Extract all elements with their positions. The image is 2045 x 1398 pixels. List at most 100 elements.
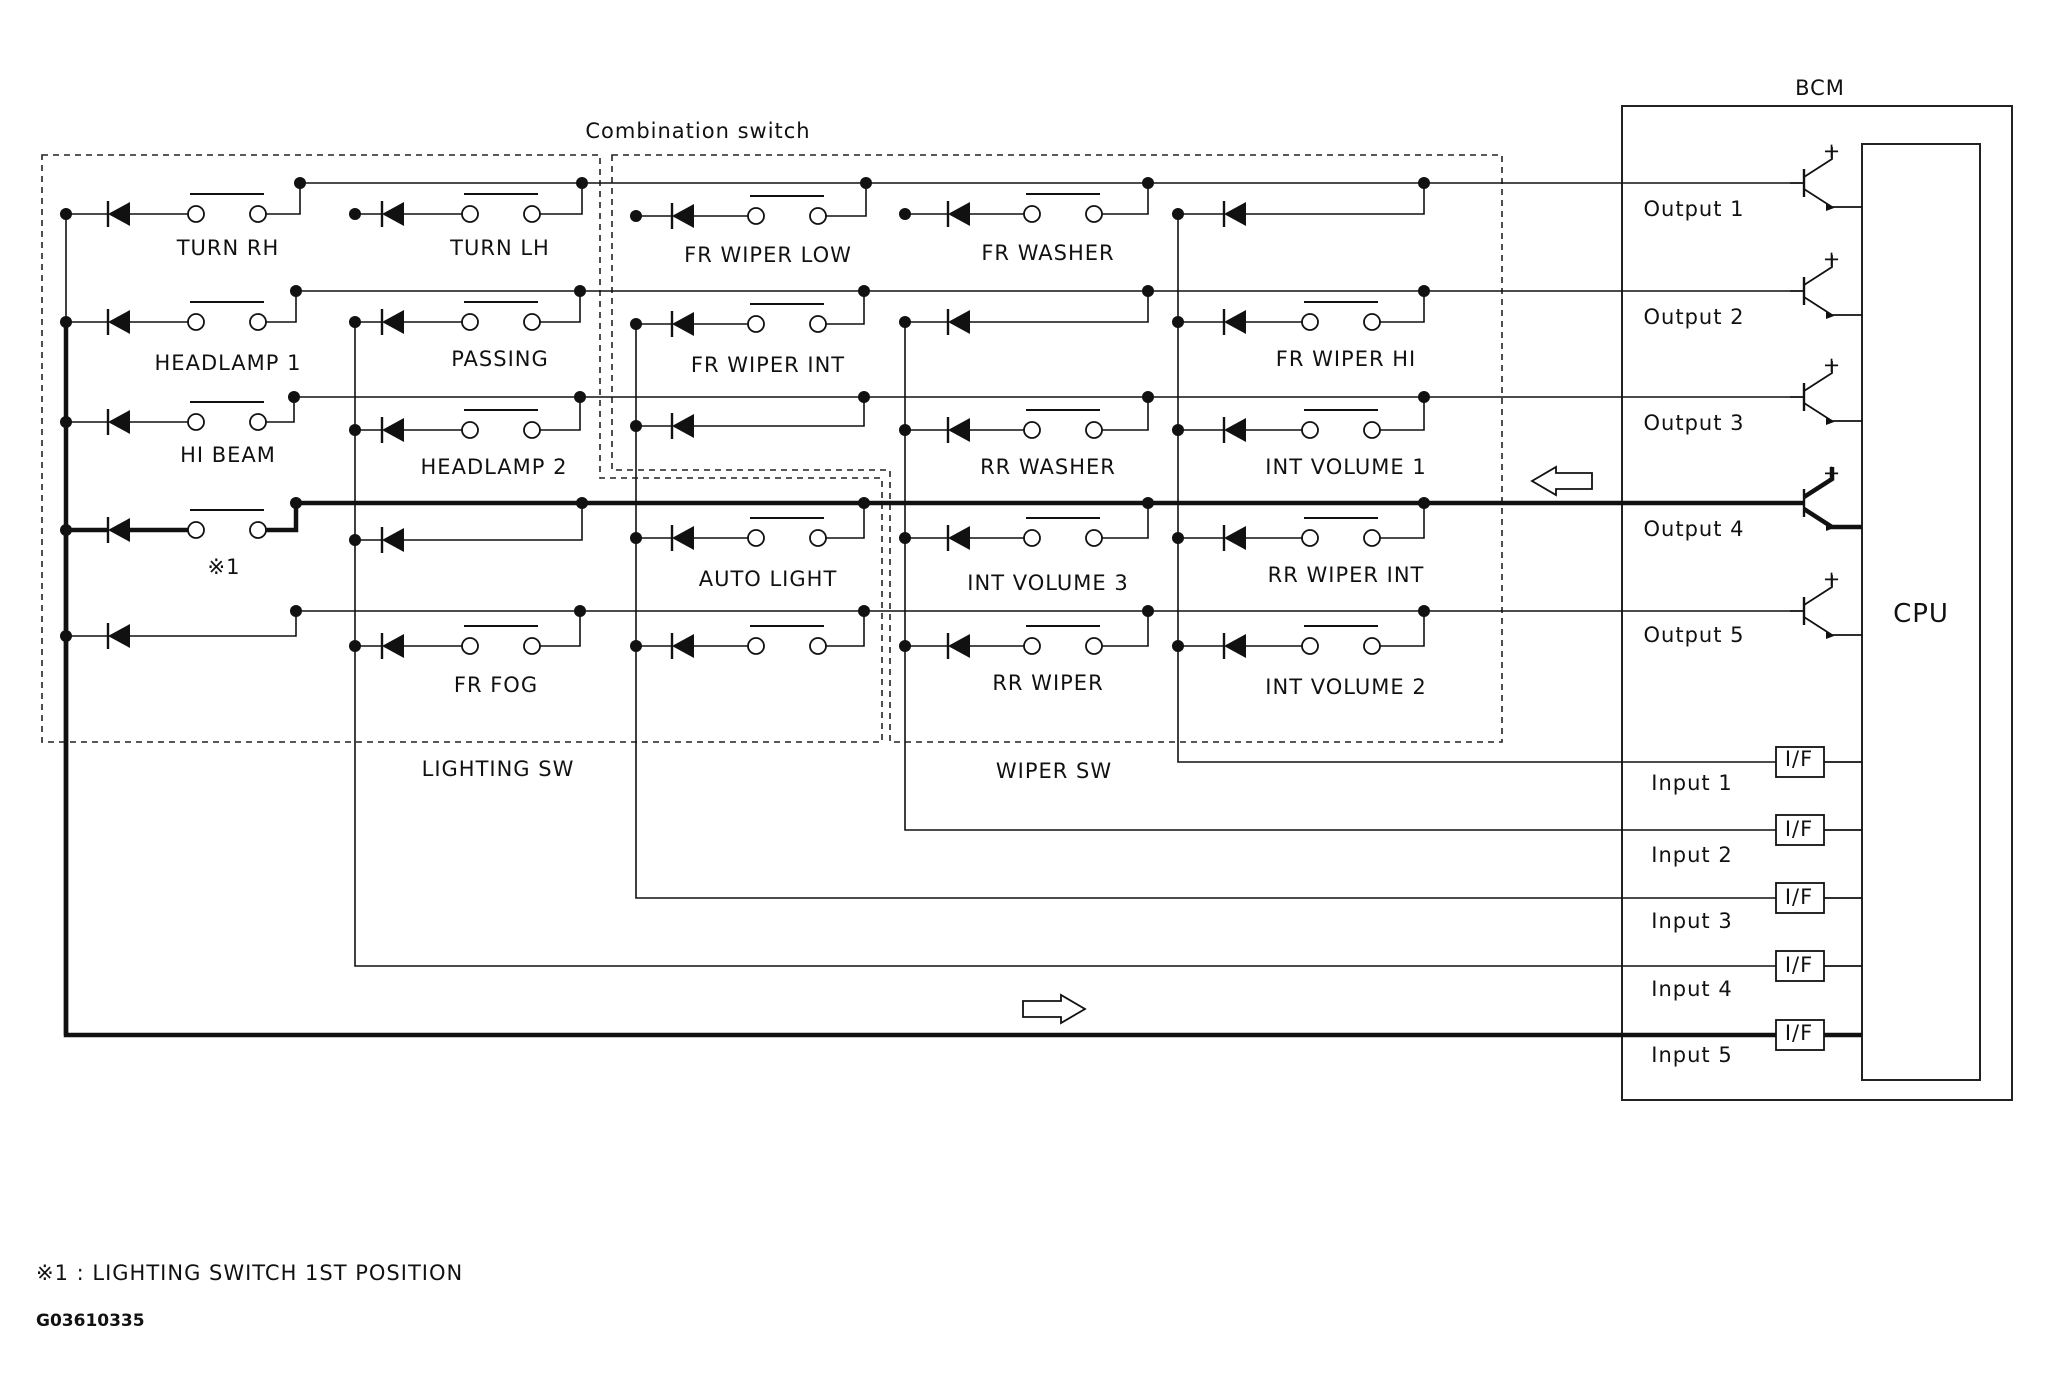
contact-icon	[1363, 637, 1381, 655]
diode-icon	[672, 634, 694, 658]
bus-tap	[1380, 611, 1425, 647]
junction-dot	[630, 420, 642, 432]
transistor-collector	[1803, 147, 1833, 178]
transistor-arrow-icon	[1826, 523, 1834, 531]
junction-dot	[1172, 532, 1184, 544]
cpu-label: CPU	[1893, 599, 1949, 629]
diode-icon	[108, 518, 130, 542]
junction-dot	[1172, 640, 1184, 652]
junction-dot	[1418, 605, 1430, 617]
switch-label-fr-wiper-low: FR WIPER LOW	[684, 243, 852, 267]
input-label-2: Input 2	[1651, 843, 1732, 867]
contact-icon	[809, 529, 827, 547]
junction-dot	[290, 605, 302, 617]
contact-icon	[1023, 421, 1041, 439]
junction-dot	[1418, 391, 1430, 403]
bus-tap	[1102, 611, 1149, 647]
if-label-5: I/F	[1785, 1021, 1813, 1045]
if-label-4: I/F	[1785, 953, 1813, 977]
switch-label-rr-wiper-int: RR WIPER INT	[1268, 563, 1425, 587]
diode-icon	[1224, 526, 1246, 550]
input-return-2	[904, 320, 1778, 831]
contact-icon	[1363, 529, 1381, 547]
switch-label-fr-fog: FR FOG	[454, 673, 538, 697]
transistor-arrow-icon	[1826, 203, 1834, 211]
contact-icon	[523, 313, 541, 331]
junction-dot	[574, 605, 586, 617]
bus-tap	[826, 291, 865, 325]
transistor-collector	[1803, 255, 1833, 286]
plus-mark-3: +	[1823, 353, 1842, 377]
switch-label-passing: PASSING	[451, 347, 549, 371]
contact-icon	[1085, 205, 1103, 223]
switch-enclosures	[41, 154, 1503, 743]
junction-dot	[1142, 285, 1154, 297]
diode-icon	[108, 624, 130, 648]
footnote: ※1 : LIGHTING SWITCH 1ST POSITION	[36, 1261, 463, 1285]
bus-tap	[1380, 397, 1425, 431]
contact-icon	[187, 205, 205, 223]
interface-box	[1775, 950, 1825, 982]
input-return-1	[1177, 214, 1778, 763]
bus-tap	[266, 503, 299, 533]
contact-icon	[1301, 313, 1319, 331]
contact-icon	[249, 413, 267, 431]
junction-dot	[899, 316, 911, 328]
bus-tap	[404, 503, 583, 541]
junction-dot	[349, 534, 361, 546]
switch-label-note-mark: ※1	[208, 555, 241, 579]
bus-tap	[694, 397, 865, 427]
junction-dot	[860, 177, 872, 189]
transistor-arrow-icon	[1826, 311, 1834, 319]
contact-icon	[523, 205, 541, 223]
bus-wiring	[60, 177, 1790, 1038]
bus-tap	[540, 397, 581, 431]
transistor-arrow-icon	[1826, 631, 1834, 639]
junction-dot	[288, 391, 300, 403]
transistor-emitter	[1803, 616, 1862, 636]
diode-icon	[1224, 418, 1246, 442]
junction-dot	[899, 208, 911, 220]
diode-icon	[672, 526, 694, 550]
diode-icon	[948, 526, 970, 550]
diode-icon	[382, 634, 404, 658]
diode-icon	[672, 204, 694, 228]
junction-dot	[1142, 391, 1154, 403]
contact-icon	[461, 637, 479, 655]
junction-dot	[899, 640, 911, 652]
bcm-label: BCM	[1795, 76, 1845, 100]
bus-tap	[540, 611, 581, 647]
diode-icon	[1224, 310, 1246, 334]
junction-dot	[899, 532, 911, 544]
switch-label-turn-lh: TURN LH	[449, 236, 550, 260]
plus-mark-5: +	[1823, 567, 1842, 591]
contact-icon	[809, 637, 827, 655]
bus-tap	[826, 183, 867, 217]
junction-dot	[349, 424, 361, 436]
figure-code: G03610335	[36, 1311, 145, 1331]
lighting-sw-label: LIGHTING SW	[422, 757, 575, 781]
junction-dot	[630, 640, 642, 652]
input-label-5: Input 5	[1651, 1043, 1732, 1067]
bus-tap	[266, 291, 297, 323]
arrow-left-icon	[1530, 465, 1593, 497]
bus-tap	[826, 611, 865, 647]
diode-icon	[108, 202, 130, 226]
switch-label-auto-light: AUTO LIGHT	[699, 567, 838, 591]
junction-dot	[1172, 316, 1184, 328]
transistor-collector	[1803, 361, 1833, 392]
output-label-2: Output 2	[1644, 305, 1745, 329]
switch-label-turn-rh: TURN RH	[176, 236, 280, 260]
bus-tap	[1102, 503, 1149, 539]
junction-dot	[858, 497, 870, 509]
switch-label-int-volume-3: INT VOLUME 3	[967, 571, 1128, 595]
switch-label-fr-washer: FR WASHER	[981, 241, 1114, 265]
junction-dot	[899, 424, 911, 436]
bcm-io	[1775, 147, 1862, 1051]
input-return-4	[354, 320, 1778, 967]
contact-icon	[461, 205, 479, 223]
junction-dot	[576, 497, 588, 509]
contact-icon	[1301, 529, 1319, 547]
bcm-module	[1621, 105, 2013, 1101]
bus-tap	[1380, 291, 1425, 323]
